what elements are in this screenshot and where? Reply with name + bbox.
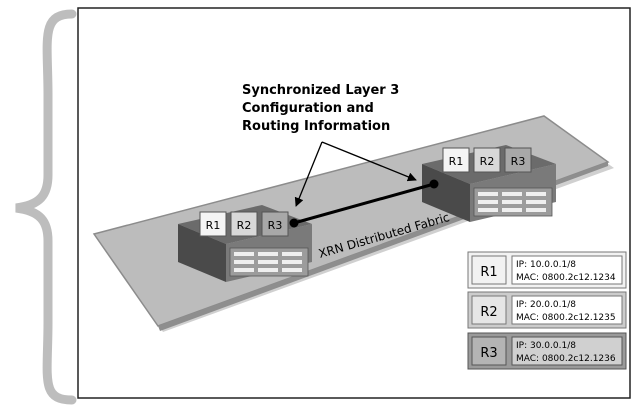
- legend-mac-r3: MAC: 0800.2c12.1236: [516, 354, 616, 364]
- router-legend: R1 IP: 10.0.0.1/8 MAC: 0800.2c12.1234 R2…: [467, 251, 627, 370]
- curly-brace: [15, 9, 77, 405]
- right-slot-r1: R1: [442, 147, 470, 173]
- legend-name-r1: R1: [480, 265, 497, 280]
- legend-mac-r2: MAC: 0800.2c12.1235: [516, 313, 616, 323]
- svg-text:R1: R1: [449, 155, 464, 168]
- legend-ip-r3: IP: 30.0.0.1/8: [516, 341, 576, 351]
- legend-row-r2: R2 IP: 20.0.0.1/8 MAC: 0800.2c12.1235: [467, 291, 627, 329]
- callout-arrow-left: [294, 141, 323, 207]
- svg-text:R3: R3: [268, 219, 283, 232]
- svg-text:R2: R2: [480, 155, 495, 168]
- legend-ip-r2: IP: 20.0.0.1/8: [516, 300, 576, 310]
- legend-ip-r1: IP: 10.0.0.1/8: [516, 260, 576, 270]
- legend-name-r2: R2: [480, 305, 497, 320]
- callout-line-2: Configuration and: [242, 101, 374, 116]
- left-device-ports: [234, 252, 302, 272]
- callout-line-3: Routing Information: [242, 119, 390, 134]
- fabric-link: [293, 182, 435, 225]
- right-device: R1 R2 R3: [422, 145, 556, 222]
- callout-arrow-right: [321, 141, 417, 182]
- right-device-ports: [478, 192, 546, 212]
- legend-name-r3: R3: [480, 346, 497, 361]
- svg-text:R1: R1: [206, 219, 221, 232]
- callout-line-1: Synchronized Layer 3: [242, 83, 399, 98]
- right-slot-r2: R2: [473, 147, 501, 173]
- legend-row-r3: R3 IP: 30.0.0.1/8 MAC: 0800.2c12.1236: [467, 332, 627, 370]
- legend-mac-r1: MAC: 0800.2c12.1234: [516, 273, 616, 283]
- left-device: R1 R2 R3: [178, 205, 312, 282]
- legend-row-r1: R1 IP: 10.0.0.1/8 MAC: 0800.2c12.1234: [467, 251, 627, 289]
- svg-text:R3: R3: [511, 155, 526, 168]
- svg-text:R2: R2: [237, 219, 252, 232]
- fabric-link-end-right: [429, 179, 439, 189]
- left-slot-r3: R3: [261, 211, 289, 237]
- callout-label: Synchronized Layer 3 Configuration and R…: [242, 83, 399, 134]
- left-slot-r1: R1: [199, 211, 227, 237]
- fabric-link-end-left: [289, 218, 299, 228]
- left-slot-r2: R2: [230, 211, 258, 237]
- right-slot-r3: R3: [504, 147, 532, 173]
